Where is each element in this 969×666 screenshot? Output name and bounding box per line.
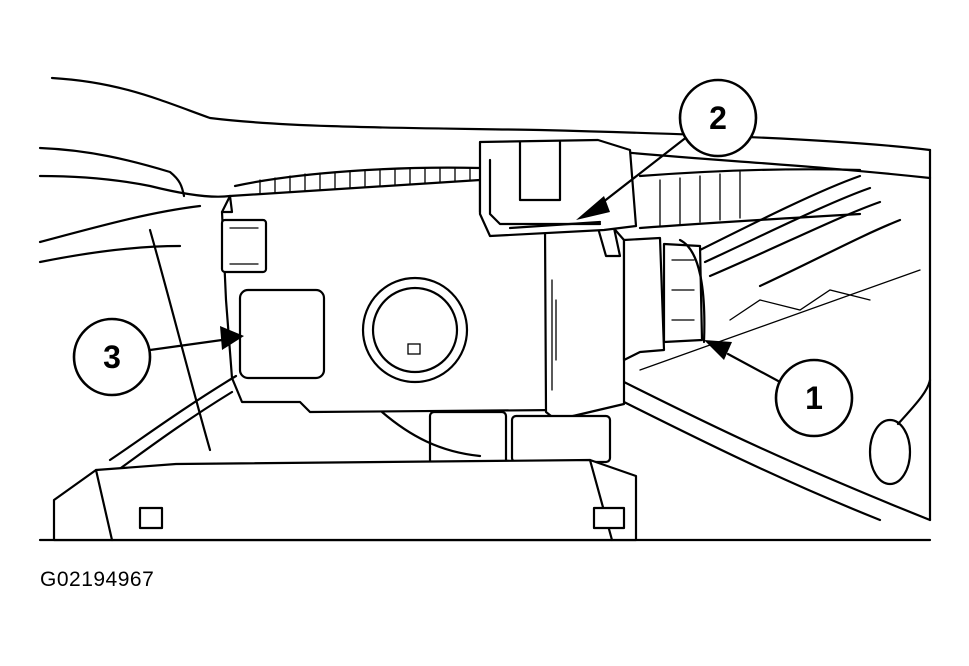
callout-2-circle xyxy=(678,78,758,158)
module-housing xyxy=(220,178,562,414)
callout-1-label: 1 xyxy=(805,380,823,416)
figure-id-code: G02194967 xyxy=(40,568,155,591)
support-rod xyxy=(108,374,238,472)
callout-3-circle xyxy=(72,317,152,397)
right-wiring-bundle xyxy=(638,168,921,371)
callout-3-label: 3 xyxy=(103,339,121,375)
callout-3: 3 xyxy=(72,317,244,397)
callout-1-circle xyxy=(774,358,854,438)
module-label-pad xyxy=(238,288,326,380)
lower-connectors xyxy=(380,410,612,466)
callout-1: 1 xyxy=(704,340,854,438)
callout-2-label: 2 xyxy=(709,100,727,136)
right-knob xyxy=(868,378,932,486)
side-connector xyxy=(662,238,706,344)
column-shroud xyxy=(52,458,638,542)
callout-2: 2 xyxy=(576,78,758,220)
